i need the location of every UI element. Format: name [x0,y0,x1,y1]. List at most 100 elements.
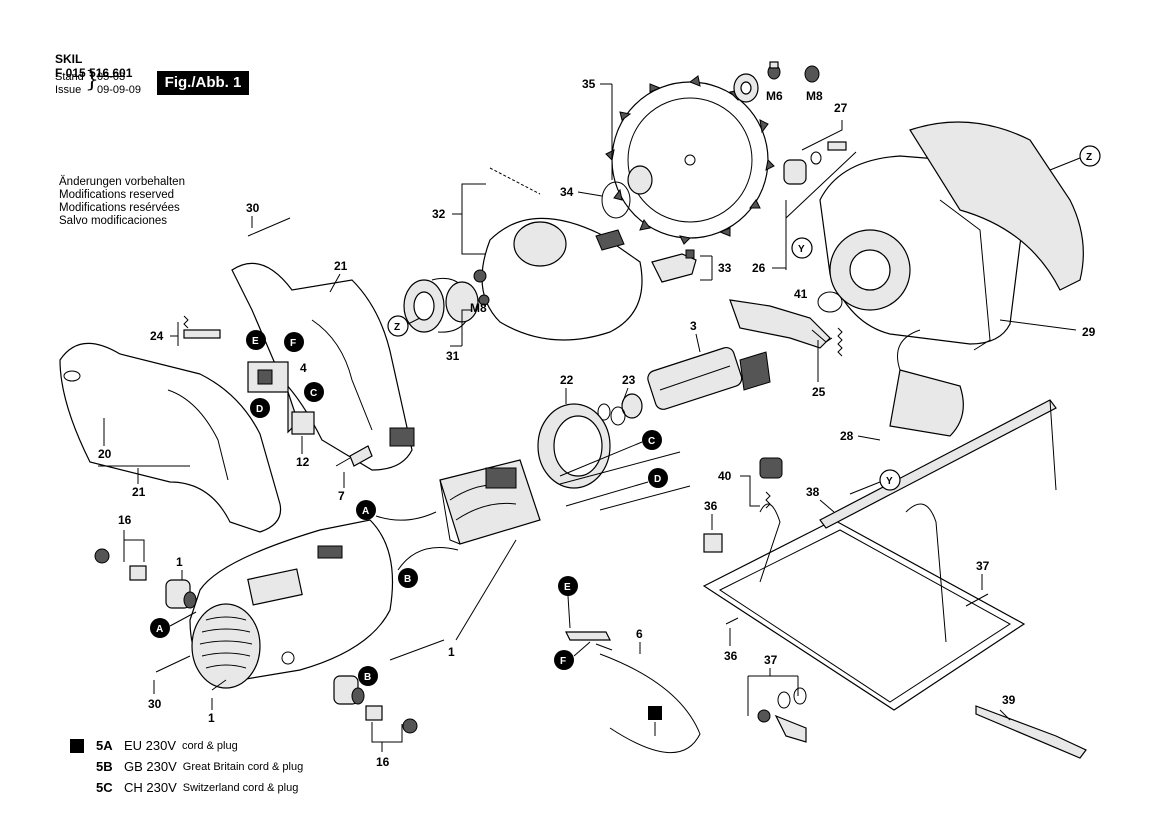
part-number: 21 [334,259,348,273]
legend-row: 5C CH 230V Switzerland cord & plug [70,777,303,798]
part-number: 3 [690,319,697,333]
connector-label-b: B [358,666,378,686]
part-number: 28 [840,429,854,443]
part-number: 40 [718,469,732,483]
brush-holder [333,675,365,705]
armature [597,347,771,421]
blade-flange [627,165,653,195]
connector-label-y: Y [791,237,813,259]
base-plate [702,503,1026,711]
part-number: 16 [376,755,390,769]
connector-label-f: F [554,641,591,670]
part-number: 38 [806,485,820,499]
connector-label-a: A [150,611,197,638]
document-number: F 015 516 601 [55,66,133,80]
svg-text:E: E [252,336,259,347]
depth-knob [759,457,783,509]
part-number: 36 [724,649,738,663]
brace-icon: } [85,68,99,93]
legend-spacer [70,760,84,774]
spring [837,327,843,357]
part-number: 1 [208,711,215,725]
connector-label-a: A [356,500,437,521]
part-number: 37 [764,653,778,667]
svg-text:Y: Y [886,476,893,487]
screw [155,655,227,691]
stand-label: Stand [55,71,84,83]
o-ring [817,291,843,313]
svg-text:D: D [654,474,661,485]
part-number: 37 [976,559,990,573]
brand-label: SKIL [55,52,83,66]
part-number: 30 [148,697,162,711]
part-number: 26 [752,261,766,275]
legend-code: 5B [96,759,113,774]
screw [965,593,989,607]
cord-clamp [335,445,373,467]
part-number: 24 [150,329,164,343]
brush-holder [165,579,197,609]
upper-housing [819,121,1084,351]
modifications-line: Modifications reserved [59,189,175,201]
cord-variant-marker [648,706,662,720]
handle-left-half [59,342,282,533]
legend-voltage: CH 230V [124,780,177,795]
cord-variant-legend: 5A EU 230V cord & plug 5B GB 230V Great … [70,735,303,798]
part-number: 33 [718,261,732,275]
stator [439,459,541,545]
angle-knob [703,533,739,625]
connector-label-f: F [284,332,304,352]
thread-label: M6 [766,89,783,103]
carbon-brush [94,548,147,581]
legend-description: Switzerland cord & plug [182,781,299,794]
carbon-brush [365,705,418,734]
connector-label-z: Z [387,315,421,337]
connector-label-d: D [565,468,668,507]
part-number: 39 [1002,693,1016,707]
thread-label: M8 [806,89,823,103]
connector-label-b: B [397,547,459,588]
svg-text:B: B [364,672,371,683]
part-number: 30 [246,201,260,215]
bolt-m6 [767,61,781,80]
legend-spacer [70,781,84,795]
part-number: 29 [1082,325,1096,339]
part-number: 32 [432,207,446,221]
legend-voltage: GB 230V [124,759,177,774]
issue-value: 09-09-09 [97,84,142,96]
guard-lever [651,249,697,283]
riving-knife [729,299,833,349]
stand-value: 05-03 [97,71,126,83]
connector-label-z: Z [1049,145,1101,171]
part-number: 34 [560,185,574,199]
screw [247,217,291,237]
lower-guard [481,167,643,341]
capacitor [291,411,315,435]
part-number: 1 [176,555,183,569]
modifications-line: Modifications resérvées [59,202,180,214]
hex-wrench [975,705,1087,759]
legend-row: 5B GB 230V Great Britain cord & plug [70,756,303,777]
svg-text:C: C [310,388,317,399]
svg-text:Y: Y [798,244,805,255]
issue-label: Issue [55,84,82,96]
svg-text:C: C [648,436,655,447]
retaining-ring [601,181,631,219]
bolt-m8 [804,65,820,83]
part-number: 22 [560,373,574,387]
svg-text:Z: Z [394,322,400,333]
legend-voltage: EU 230V [124,738,177,753]
bushing [783,141,847,185]
svg-text:F: F [290,338,296,349]
svg-text:D: D [256,404,263,415]
connector-label-c: C [559,430,662,477]
gear-spindle [403,269,490,333]
motor-housing [189,519,393,689]
thread-label: M8 [470,301,487,315]
part-number: 35 [582,77,596,91]
modifications-notice: Änderungen vorbehalten Modifications res… [59,176,185,228]
svg-text:E: E [564,582,571,593]
legend-description: Great Britain cord & plug [182,760,304,773]
svg-text:F: F [560,656,566,667]
